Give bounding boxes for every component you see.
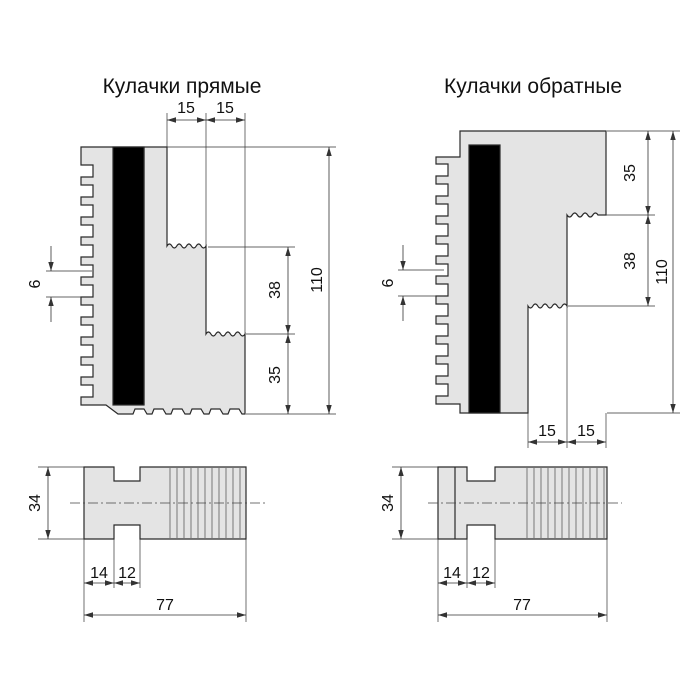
direct-dim-slot-width: 12 — [118, 565, 136, 582]
reverse-dim-total-height: 110 — [654, 259, 671, 285]
direct-dim-tooth-pitch: 6 — [27, 279, 44, 288]
reverse-dim-step-1: 15 — [538, 423, 556, 440]
direct-dim-total-height: 110 — [309, 267, 326, 293]
direct-dim-slot-offset: 14 — [90, 565, 108, 582]
reverse-dim-tooth-pitch: 6 — [380, 278, 397, 287]
title-reverse-jaws: Кулачки обратные — [444, 75, 622, 98]
reverse-dim-top-height: 35 — [622, 164, 639, 182]
reverse-dim-section-height: 34 — [380, 494, 397, 512]
reverse-jaw-drawing: Кулачки обратные 35 38 110 15 15 6 — [380, 75, 680, 622]
direct-dim-base-height: 35 — [267, 366, 284, 384]
direct-jaw-insert — [112, 146, 145, 406]
direct-dim-step-2: 15 — [216, 100, 234, 117]
reverse-jaw-insert — [468, 144, 501, 414]
direct-jaw-drawing: Кулачки прямые 15 15 38 35 110 6 — [27, 75, 336, 622]
reverse-dim-slot-offset: 14 — [443, 565, 461, 582]
direct-dim-step-1: 15 — [177, 100, 195, 117]
direct-jaw-side-body — [80, 146, 246, 415]
reverse-dim-total-length: 77 — [513, 597, 531, 614]
direct-dim-section-height: 34 — [27, 494, 44, 512]
reverse-jaw-side-body — [435, 130, 607, 414]
reverse-dim-step-2: 15 — [577, 423, 595, 440]
direct-dim-total-length: 77 — [156, 597, 174, 614]
direct-dim-step-height: 38 — [267, 281, 284, 299]
title-direct-jaws: Кулачки прямые — [103, 75, 262, 98]
reverse-dim-step-height: 38 — [622, 252, 639, 270]
reverse-dim-slot-width: 12 — [472, 565, 490, 582]
